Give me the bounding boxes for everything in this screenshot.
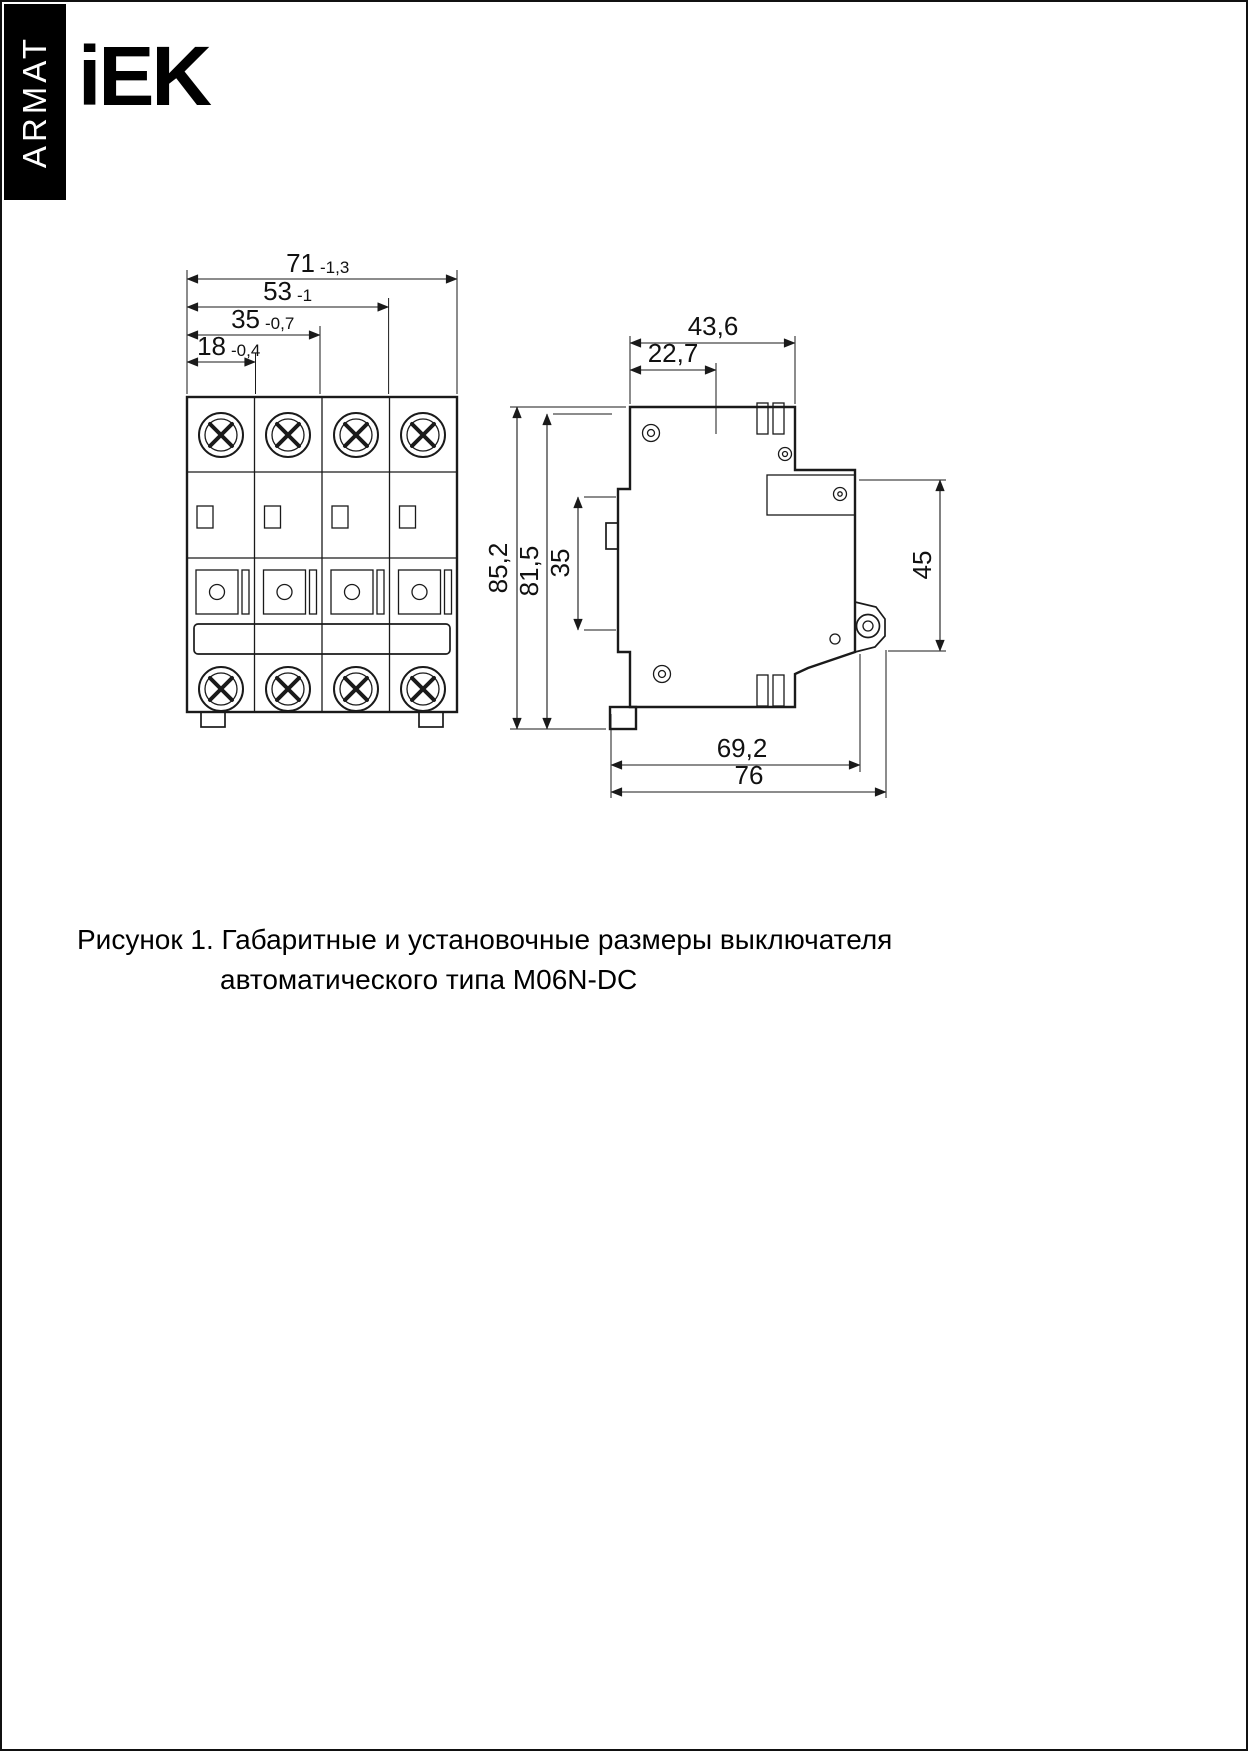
screw-terminal (333, 412, 379, 458)
dim-label-height-852: 85,2 (483, 543, 513, 594)
dim-label-width-35: 35 (231, 304, 260, 334)
screw-terminal (198, 412, 244, 458)
dim-tol-width-53: -1 (297, 286, 312, 305)
armat-banner: ARMAT (4, 4, 66, 200)
dim-label-right-45: 45 (907, 551, 937, 580)
caption-line1: Рисунок 1. Габаритные и установочные раз… (77, 924, 893, 955)
dim-label-bottom-76: 76 (735, 760, 764, 790)
dim-label-width-71: 71 (286, 248, 315, 278)
dim-label-rail-offset: 22,7 (648, 338, 699, 368)
dim-label-bottom-692: 69,2 (717, 733, 768, 763)
dim-label-width-53: 53 (263, 276, 292, 306)
dim-label-depth-top: 43,6 (688, 311, 739, 341)
screw-terminal (265, 412, 311, 458)
dim-label-height-815: 81,5 (514, 546, 544, 597)
front-view-dimensions: 71 -1,3 53 -1 35 -0,7 18 -0,4 (186, 248, 458, 394)
figure-caption: Рисунок 1. Габаритные и установочные раз… (77, 920, 892, 1000)
screw-terminal (333, 666, 379, 712)
side-view-body (605, 402, 886, 731)
front-view-body (185, 395, 459, 728)
screw-terminal (265, 666, 311, 712)
dim-tol-width-35: -0,7 (265, 314, 294, 333)
side-view-dimensions: 43,6 22,7 85,2 81,5 35 45 69,2 (483, 311, 946, 798)
screw-terminal (198, 666, 244, 712)
dim-tol-width-71: -1,3 (320, 258, 349, 277)
screw-terminal (400, 666, 446, 712)
iek-logo: iEK (78, 29, 212, 123)
dim-tol-width-18: -0,4 (231, 341, 260, 360)
dim-label-front-recess: 35 (545, 549, 575, 578)
screw-terminal (400, 412, 446, 458)
dim-label-width-18: 18 (197, 331, 226, 361)
caption-line2: автоматического типа M06N-DC (220, 964, 638, 995)
